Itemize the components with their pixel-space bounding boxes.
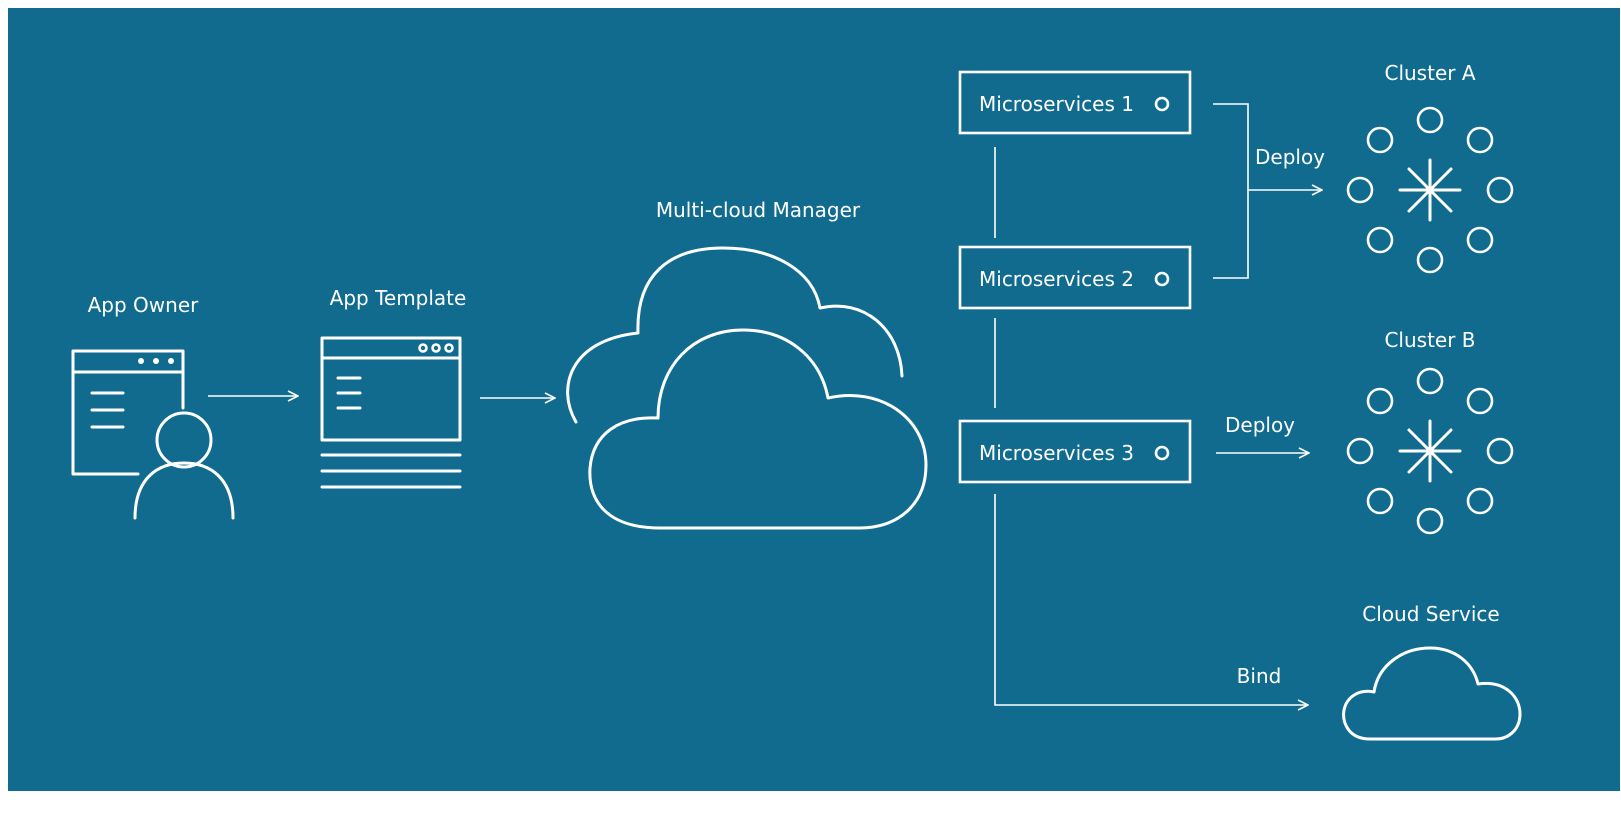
app-template-icon bbox=[320, 336, 462, 489]
microservices-1-box: Microservices 1 bbox=[958, 70, 1192, 135]
diagram-svg: App Owner App Template Multi-cloud Manag… bbox=[71, 61, 1522, 741]
diagram-canvas: App Owner App Template Multi-cloud Manag… bbox=[8, 8, 1620, 791]
multi-cloud-icon bbox=[566, 246, 928, 530]
cluster-a-icon bbox=[1346, 106, 1514, 274]
microservices-2-label: Microservices 2 bbox=[979, 267, 1134, 291]
microservices-3-dot-icon bbox=[1154, 445, 1170, 461]
cluster-a-label: Cluster A bbox=[1384, 61, 1475, 85]
app-owner-label: App Owner bbox=[88, 293, 200, 317]
microservices-2-dot-icon bbox=[1154, 271, 1170, 287]
cloud-service-icon bbox=[1342, 646, 1522, 741]
arrow-bind bbox=[994, 494, 1308, 705]
cluster-b-icon bbox=[1346, 367, 1514, 535]
deploy-a-label: Deploy bbox=[1255, 145, 1325, 169]
microservices-1-dot-icon bbox=[1154, 96, 1170, 112]
microservices-2-box: Microservices 2 bbox=[958, 245, 1192, 310]
microservices-3-label: Microservices 3 bbox=[979, 441, 1134, 465]
cloud-service-label: Cloud Service bbox=[1362, 602, 1499, 626]
bracket-ms1-ms2 bbox=[1213, 103, 1249, 279]
microservices-1-label: Microservices 1 bbox=[979, 92, 1134, 116]
deploy-b-label: Deploy bbox=[1225, 413, 1295, 437]
cluster-b-label: Cluster B bbox=[1384, 328, 1475, 352]
microservices-3-box: Microservices 3 bbox=[958, 419, 1192, 484]
app-owner-icon bbox=[71, 349, 235, 520]
manager-label: Multi-cloud Manager bbox=[656, 198, 861, 222]
bind-label: Bind bbox=[1237, 664, 1282, 688]
app-template-label: App Template bbox=[330, 286, 467, 310]
